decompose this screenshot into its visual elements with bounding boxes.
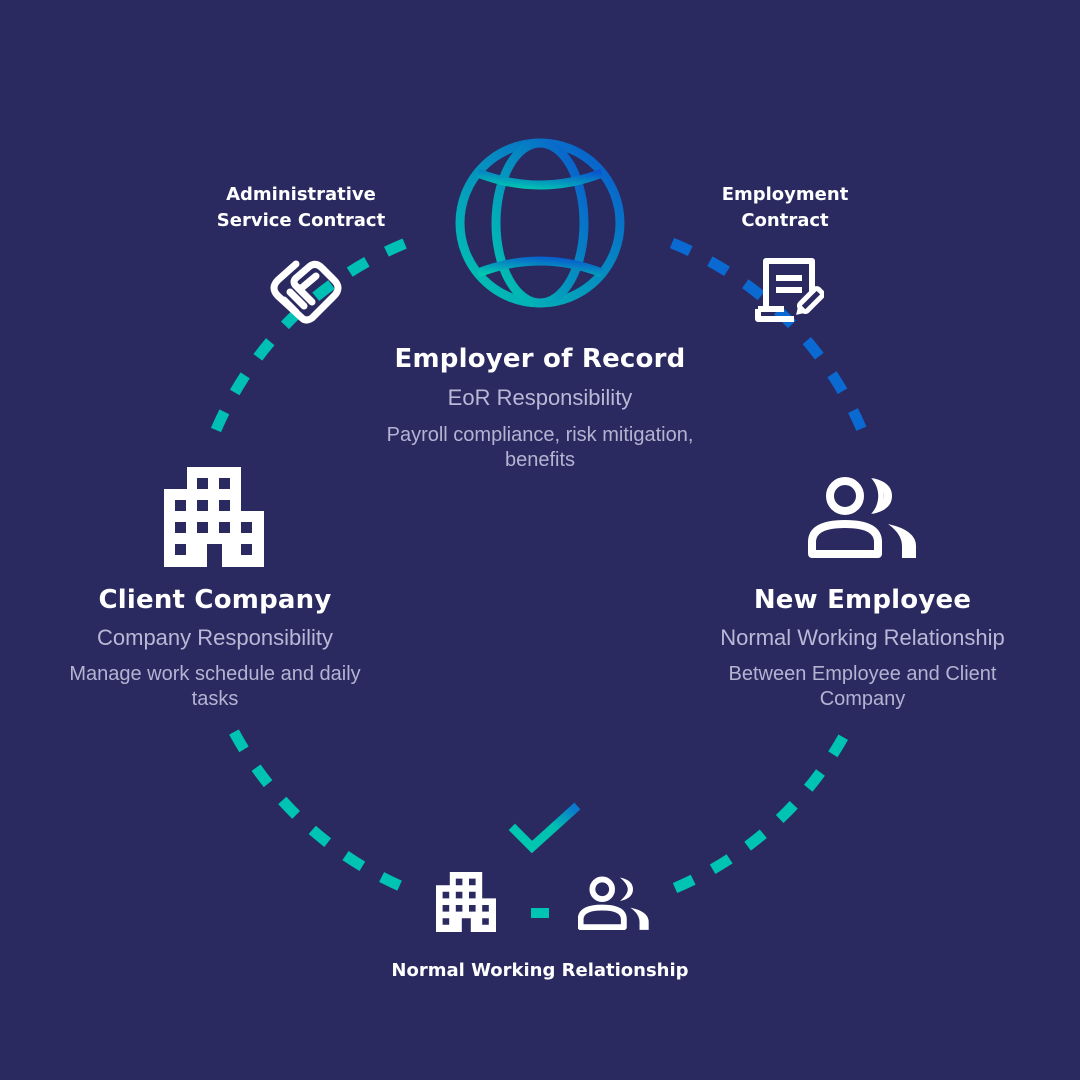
client-company-subtitle: Company Responsibility [97,625,333,650]
normal-working-relationship-label: Normal Working Relationship [391,960,689,981]
description-line: benefits [504,449,576,471]
people-icon-small [578,876,649,930]
eor-description: Payroll compliance, risk mitigation, ben… [330,423,750,473]
new-employee-title: New Employee [753,585,972,615]
label-line: Contract [741,210,829,231]
arc-client-to-eor [210,237,409,433]
description-line: Payroll compliance, risk mitigation, [386,424,694,446]
dash-connector [531,908,549,918]
description-line: Between Employee and Client [728,663,997,685]
new-employee-subtitle: Normal Working Relationship [720,625,1005,650]
description-line: Manage work schedule and daily [69,663,361,685]
employment-contract-label: Employment Contract [690,182,880,234]
building-icon-small [436,872,496,932]
eor-subtitle: EoR Responsibility [447,385,633,410]
handshake-icon [270,260,342,324]
client-company-description: Manage work schedule and daily tasks [30,662,400,712]
checkmark-icon [508,802,581,854]
building-icon [164,467,264,567]
label-line: Administrative [226,184,376,205]
description-line: Company [819,688,906,710]
globe-icon [455,138,625,308]
label-line: Employment [721,184,849,205]
people-icon [808,477,916,558]
eor-title: Employer of Record [394,344,686,374]
client-company-title: Client Company [98,585,332,615]
description-line: tasks [191,688,239,710]
arc-employee-to-relationship [672,729,851,894]
arc-client-to-relationship [229,729,408,894]
new-employee-description: Between Employee and Client Company [690,662,1035,712]
admin-service-contract-label: Administrative Service Contract [196,182,406,234]
contract-document-icon [755,258,824,322]
label-line: Service Contract [216,210,386,231]
